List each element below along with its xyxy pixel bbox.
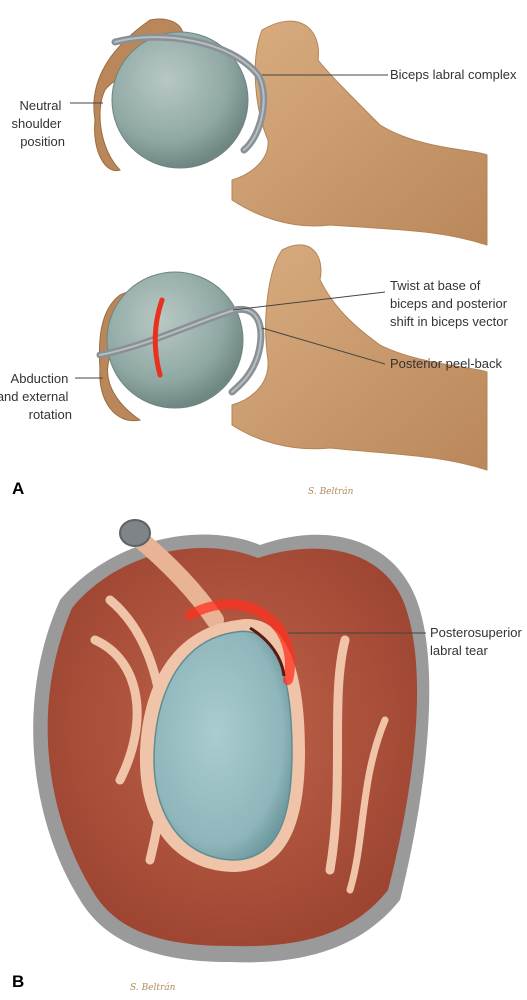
labral-tear-mark	[152, 297, 165, 378]
label-posterior-peel-back: Posterior peel-back	[390, 356, 502, 371]
leader-peel-back	[261, 327, 386, 365]
label-abduction-external-rotation: Abduction and external rotation	[0, 371, 72, 422]
humeral-head-top	[111, 31, 249, 169]
panel-a-bottom-illustration	[96, 244, 488, 471]
leader-twist	[232, 291, 386, 311]
label-biceps-labral-complex: Biceps labral complex	[390, 67, 517, 82]
posterosuperior-tear	[185, 599, 295, 685]
glenoid-face	[153, 630, 293, 861]
panel-b-illustration	[33, 519, 430, 963]
panel-letter-b: B	[12, 972, 24, 991]
signature-b: S. Beltrán	[130, 982, 176, 993]
label-posterosuperior-tear: Posterosuperior labral tear	[430, 625, 525, 658]
label-twist-biceps: Twist at base of biceps and posterior sh…	[390, 278, 511, 329]
panel-letter-a: A	[12, 479, 24, 498]
signature-a: S. Beltrán	[308, 486, 354, 497]
label-neutral-shoulder: Neutral shoulder position	[12, 98, 66, 149]
scapula-bottom	[231, 244, 488, 471]
humeral-head-bottom	[106, 271, 244, 409]
scapula-top	[231, 20, 488, 246]
panel-a-top-illustration	[93, 18, 488, 246]
biceps-tendon-cut-end	[119, 519, 151, 547]
